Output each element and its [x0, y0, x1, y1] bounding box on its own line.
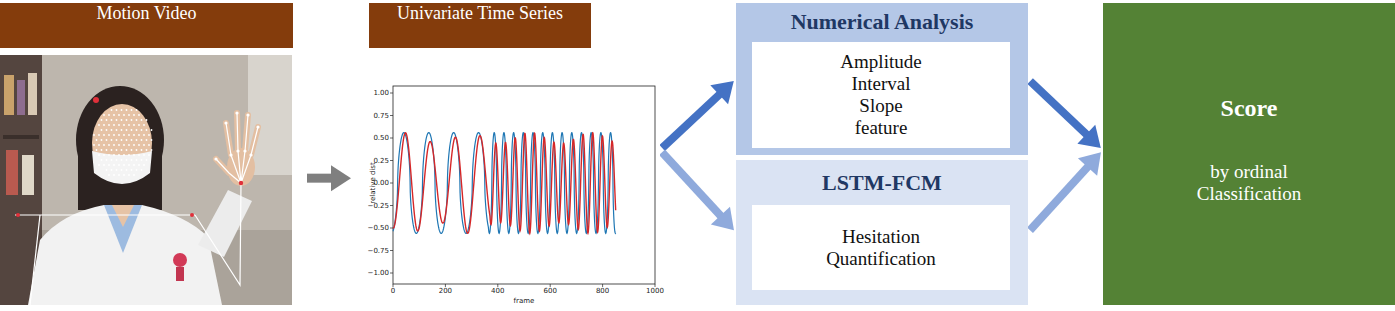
axis-tick-label: −0.50 — [368, 224, 389, 232]
axis-tick-label: 400 — [491, 287, 504, 295]
signal-column: Univariate Time Series — [365, 3, 660, 305]
arrow-shaft — [662, 93, 720, 148]
axis-tick-label: 1000 — [646, 287, 664, 295]
flow-arrow — [1030, 152, 1101, 230]
axis-title: frame — [514, 297, 535, 305]
flow-arrow — [662, 152, 734, 230]
axis-tick-label: 0.75 — [373, 112, 389, 120]
arrow-head — [1077, 125, 1100, 148]
method-panel: Numerical AnalysisAmplitude Interval Slo… — [736, 3, 1028, 155]
panel-heading: Numerical Analysis — [736, 9, 1028, 35]
arrow-shaft — [307, 174, 333, 183]
axis-tick-label: 200 — [439, 287, 452, 295]
flow-arrow — [662, 81, 734, 148]
output-description: by ordinal Classification — [1196, 161, 1302, 205]
arrow-shaft — [1030, 81, 1088, 136]
photo-illustration — [0, 55, 292, 305]
arrow-head — [1078, 152, 1101, 176]
axis-tick-label: 0 — [391, 287, 395, 295]
feature-box: Hesitation Quantification — [752, 205, 1010, 290]
input-column: Motion Video — [0, 3, 293, 305]
method-panel: LSTM-FCM Hesitation Quantification — [736, 160, 1028, 305]
flow-arrow — [307, 165, 351, 191]
feature-list: Hesitation Quantification — [825, 226, 937, 270]
arrow-head — [711, 207, 734, 231]
arrow-shaft — [662, 152, 722, 217]
arrow-shaft — [1030, 166, 1089, 231]
axis-tick-label: 0.50 — [373, 134, 389, 142]
axis-tick-label: 600 — [544, 287, 557, 295]
axis-title: relative dist — [369, 162, 377, 203]
column-header: Motion Video — [0, 3, 293, 48]
feature-box: Amplitude Interval Slope feature — [752, 42, 1010, 148]
time-series-plot — [365, 55, 660, 305]
feature-list: Amplitude Interval Slope feature — [840, 51, 923, 139]
output-box: Score by ordinal Classification — [1103, 3, 1395, 305]
flow-arrow — [1030, 81, 1101, 148]
output-heading: Score — [1103, 95, 1395, 122]
axis-tick-label: 800 — [596, 287, 609, 295]
arrow-head — [710, 81, 733, 104]
panel-heading: LSTM-FCM — [736, 170, 1028, 196]
axis-tick-label: 1.00 — [373, 89, 389, 97]
axis-tick-label: −0.75 — [368, 247, 389, 255]
column-header: Univariate Time Series — [369, 3, 591, 48]
arrow-head — [331, 165, 351, 191]
flow-arrow-shaft — [0, 0, 1, 1]
axis-tick-label: −1.00 — [368, 269, 389, 277]
